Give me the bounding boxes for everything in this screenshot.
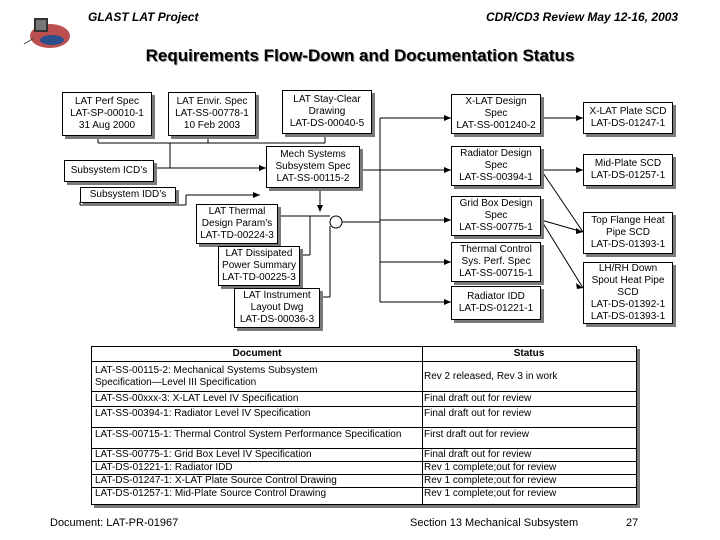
- junction-circle-icon: [329, 215, 343, 229]
- box-subsystem-idd: Subsystem IDD’s: [80, 187, 176, 203]
- table-row: LAT-SS-00775-1: Grid Box Level IV Specif…: [92, 449, 636, 462]
- table-row: LAT-DS-01221-1: Radiator IDD Rev 1 compl…: [92, 462, 636, 475]
- box-subsystem-icd: Subsystem ICD’s: [64, 160, 154, 182]
- table-cell-status: Rev 1 complete;out for review: [424, 462, 557, 473]
- footer-document: Document: LAT-PR-01967: [50, 517, 179, 529]
- box-lat-stay-clear: LAT Stay-Clear Drawing LAT-DS-00040-5: [282, 90, 372, 134]
- table-cell-document: LAT-DS-01247-1: X-LAT Plate Source Contr…: [95, 475, 337, 486]
- table-row: LAT-SS-00394-1: Radiator Level IV Specif…: [92, 407, 636, 428]
- box-lat-thermal-design: LAT Thermal Design Param’s LAT-TD-00224-…: [196, 204, 278, 244]
- glast-logo-icon: [22, 14, 74, 54]
- table-row: LAT-SS-00115-2: Mechanical Systems Subsy…: [92, 363, 636, 392]
- box-radiator-idd: Radiator IDD LAT-DS-01221-1: [451, 286, 541, 320]
- box-mech-systems-spec: Mech Systems Subsystem Spec LAT-SS-00115…: [266, 146, 360, 188]
- table-cell-status: Rev 1 complete;out for review: [424, 488, 557, 499]
- table-cell-status: Final draft out for review: [424, 408, 532, 419]
- box-lat-perf-spec: LAT Perf Spec LAT-SP-00010-1 31 Aug 2000: [62, 92, 152, 136]
- box-radiator-design-spec: Radiator Design Spec LAT-SS-00394-1: [451, 146, 541, 186]
- box-mid-plate-scd: Mid-Plate SCD LAT-DS-01257-1: [583, 154, 673, 186]
- table-cell-document: LAT-SS-00775-1: Grid Box Level IV Specif…: [95, 449, 312, 460]
- footer-page-number: 27: [626, 517, 639, 529]
- table-cell-document: LAT-SS-00115-2: Mechanical Systems Subsy…: [95, 365, 318, 388]
- footer-section: Section 13 Mechanical Subsystem: [410, 517, 579, 529]
- document-status-table: Document Status LAT-SS-00115-2: Mechanic…: [91, 346, 637, 505]
- table-row: LAT-SS-00715-1: Thermal Control System P…: [92, 428, 636, 449]
- box-xlat-design-spec: X-LAT Design Spec LAT-SS-001240-2: [451, 94, 541, 134]
- table-header-document: Document: [92, 347, 423, 362]
- page-title: Requirements Flow-Down and Documentation…: [145, 46, 575, 65]
- box-lat-envir-spec: LAT Envir. Spec LAT-SS-00778-1 10 Feb 20…: [168, 92, 256, 136]
- table-cell-status: Rev 1 complete;out for review: [424, 475, 557, 486]
- box-grid-box-design-spec: Grid Box Design Spec LAT-SS-00775-1: [451, 196, 541, 236]
- table-cell-document: LAT-SS-00394-1: Radiator Level IV Specif…: [95, 408, 311, 419]
- header-review: CDR/CD3 Review May 12-16, 2003: [486, 10, 679, 24]
- table-cell-document: LAT-SS-00715-1: Thermal Control System P…: [95, 429, 402, 440]
- table-header-status: Status: [422, 347, 636, 362]
- box-top-flange-scd: Top Flange Heat Pipe SCD LAT-DS-01393-1: [583, 212, 673, 254]
- table-cell-document: LAT-DS-01221-1: Radiator IDD: [95, 462, 233, 473]
- box-lat-dissipated-power: LAT Dissipated Power Summary LAT-TD-0022…: [218, 246, 300, 286]
- box-lh-rh-heat-pipe-scd: LH/RH Down Spout Heat Pipe SCD LAT-DS-01…: [583, 262, 673, 324]
- table-cell-document: LAT-SS-00xxx-3: X-LAT Level IV Specifica…: [95, 393, 299, 404]
- table-column-divider: [422, 361, 423, 504]
- table-cell-status: Rev 2 released, Rev 3 in work: [424, 371, 558, 382]
- table-row: LAT-SS-00xxx-3: X-LAT Level IV Specifica…: [92, 392, 636, 407]
- box-xlat-plate-scd: X-LAT Plate SCD LAT-DS-01247-1: [583, 102, 673, 134]
- table-row: LAT-DS-01257-1: Mid-Plate Source Control…: [92, 488, 636, 501]
- box-lat-instrument-layout: LAT Instrument Layout Dwg LAT-DS-00036-3: [234, 288, 320, 328]
- table-cell-document: LAT-DS-01257-1: Mid-Plate Source Control…: [95, 488, 327, 499]
- table-cell-status: Final draft out for review: [424, 393, 532, 404]
- table-cell-status: Final draft out for review: [424, 449, 532, 460]
- table-row: LAT-DS-01247-1: X-LAT Plate Source Contr…: [92, 475, 636, 488]
- table-cell-status: First draft out for review: [424, 429, 530, 440]
- header-project: GLAST LAT Project: [88, 10, 199, 24]
- box-thermal-control-spec: Thermal Control Sys. Perf. Spec LAT-SS-0…: [451, 242, 541, 282]
